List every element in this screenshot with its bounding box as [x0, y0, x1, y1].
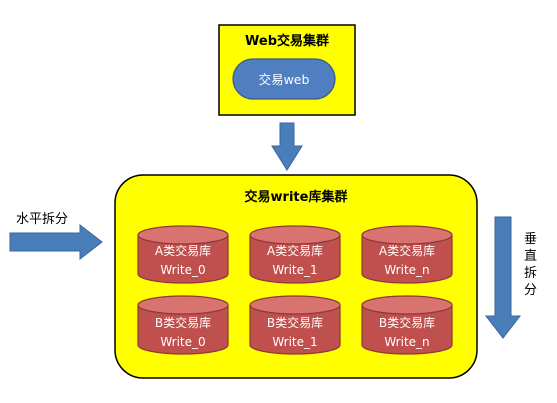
write-cluster-title: 交易write库集群: [245, 189, 348, 205]
db-label: B类交易库: [379, 315, 435, 330]
horizontal-split-label: 水平拆分: [16, 212, 68, 227]
db-write-label: Write_0: [160, 263, 205, 277]
db-cylinder: [361, 235, 453, 284]
db-b-2: B类交易库 Write_n: [361, 295, 453, 355]
db-cylinder: [249, 305, 341, 355]
db-label: B类交易库: [267, 315, 323, 330]
db-cylinder-top: [361, 225, 453, 245]
db-label: B类交易库: [155, 315, 211, 330]
db-cylinder: [249, 235, 341, 284]
db-write-label: Write_n: [384, 263, 429, 277]
db-label: A类交易库: [155, 243, 211, 258]
right-arrow: [9, 223, 103, 261]
db-cylinder-top: [249, 295, 341, 315]
db-a-1: A类交易库 Write_1: [249, 225, 341, 284]
web-node-pill: [232, 58, 336, 100]
down-split-arrow: [484, 216, 522, 339]
down-arrow: [271, 122, 303, 171]
db-label: A类交易库: [379, 243, 435, 258]
vertical-split-label-1: 直: [524, 249, 537, 264]
web-node-label: 交易web: [259, 72, 310, 87]
db-write-label: Write_0: [160, 335, 205, 349]
web-cluster-title: Web交易集群: [245, 33, 329, 49]
db-write-label: Write_1: [272, 335, 317, 349]
db-b-1: B类交易库 Write_1: [249, 295, 341, 355]
vertical-split-label-2: 拆: [524, 266, 537, 281]
vertical-split-label-3: 分: [524, 283, 537, 298]
db-label: A类交易库: [267, 243, 323, 258]
db-cylinder: [137, 235, 229, 284]
db-a-0: A类交易库 Write_0: [137, 225, 229, 284]
db-write-label: Write_n: [384, 335, 429, 349]
db-cylinder-top: [137, 295, 229, 315]
db-cylinder-top: [137, 225, 229, 245]
db-cylinder-top: [249, 225, 341, 245]
db-write-label: Write_1: [272, 263, 317, 277]
db-cylinder-top: [361, 295, 453, 315]
db-cylinder: [361, 305, 453, 355]
vertical-split-label-0: 垂: [524, 232, 537, 247]
db-b-0: B类交易库 Write_0: [137, 295, 229, 355]
db-a-2: A类交易库 Write_n: [361, 225, 453, 284]
db-cylinder: [137, 305, 229, 355]
